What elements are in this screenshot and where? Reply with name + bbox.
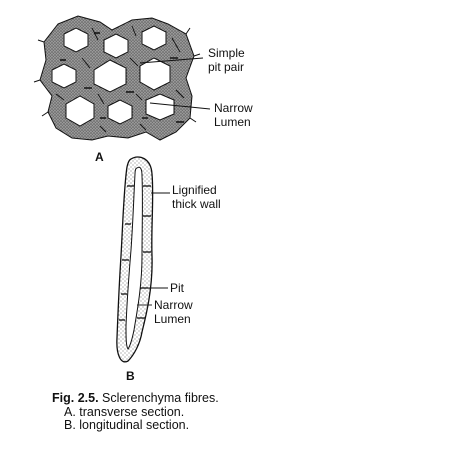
transverse-section-drawing bbox=[33, 15, 211, 141]
figure-caption: Fig. 2.5. Sclerenchyma fibres. A. transv… bbox=[52, 391, 219, 433]
caption-line-a: A. transverse section. bbox=[64, 404, 185, 419]
label-narrow-lumen-b: Narrow Lumen bbox=[154, 298, 193, 326]
caption-fig-number: Fig. 2.5. bbox=[52, 391, 99, 405]
fibre-lumens bbox=[51, 25, 175, 127]
panel-letter-b: B bbox=[126, 369, 135, 383]
pit-pairs-transverse bbox=[60, 32, 184, 123]
label-simple-pit-pair: Simple pit pair bbox=[208, 46, 245, 74]
pits-longitudinal bbox=[119, 185, 151, 321]
label-narrow-lumen-a: Narrow Lumen bbox=[214, 101, 253, 129]
middle-lamella-lines bbox=[55, 25, 185, 133]
caption-title-line: Fig. 2.5. Sclerenchyma fibres. bbox=[52, 391, 219, 406]
fibre-lumen bbox=[125, 166, 143, 350]
leader-lines-b bbox=[137, 192, 170, 306]
leader-lines-a bbox=[139, 57, 211, 110]
label-pit: Pit bbox=[170, 281, 185, 295]
caption-line-b: B. longitudinal section. bbox=[64, 418, 190, 432]
longitudinal-section-drawing bbox=[116, 156, 170, 363]
panel-letter-a: A bbox=[95, 150, 104, 164]
caption-title: Sclerenchyma fibres. bbox=[98, 391, 219, 405]
cut-wall-ticks bbox=[33, 27, 201, 123]
label-lignified-thick-wall: Lignified thick wall bbox=[172, 183, 221, 211]
